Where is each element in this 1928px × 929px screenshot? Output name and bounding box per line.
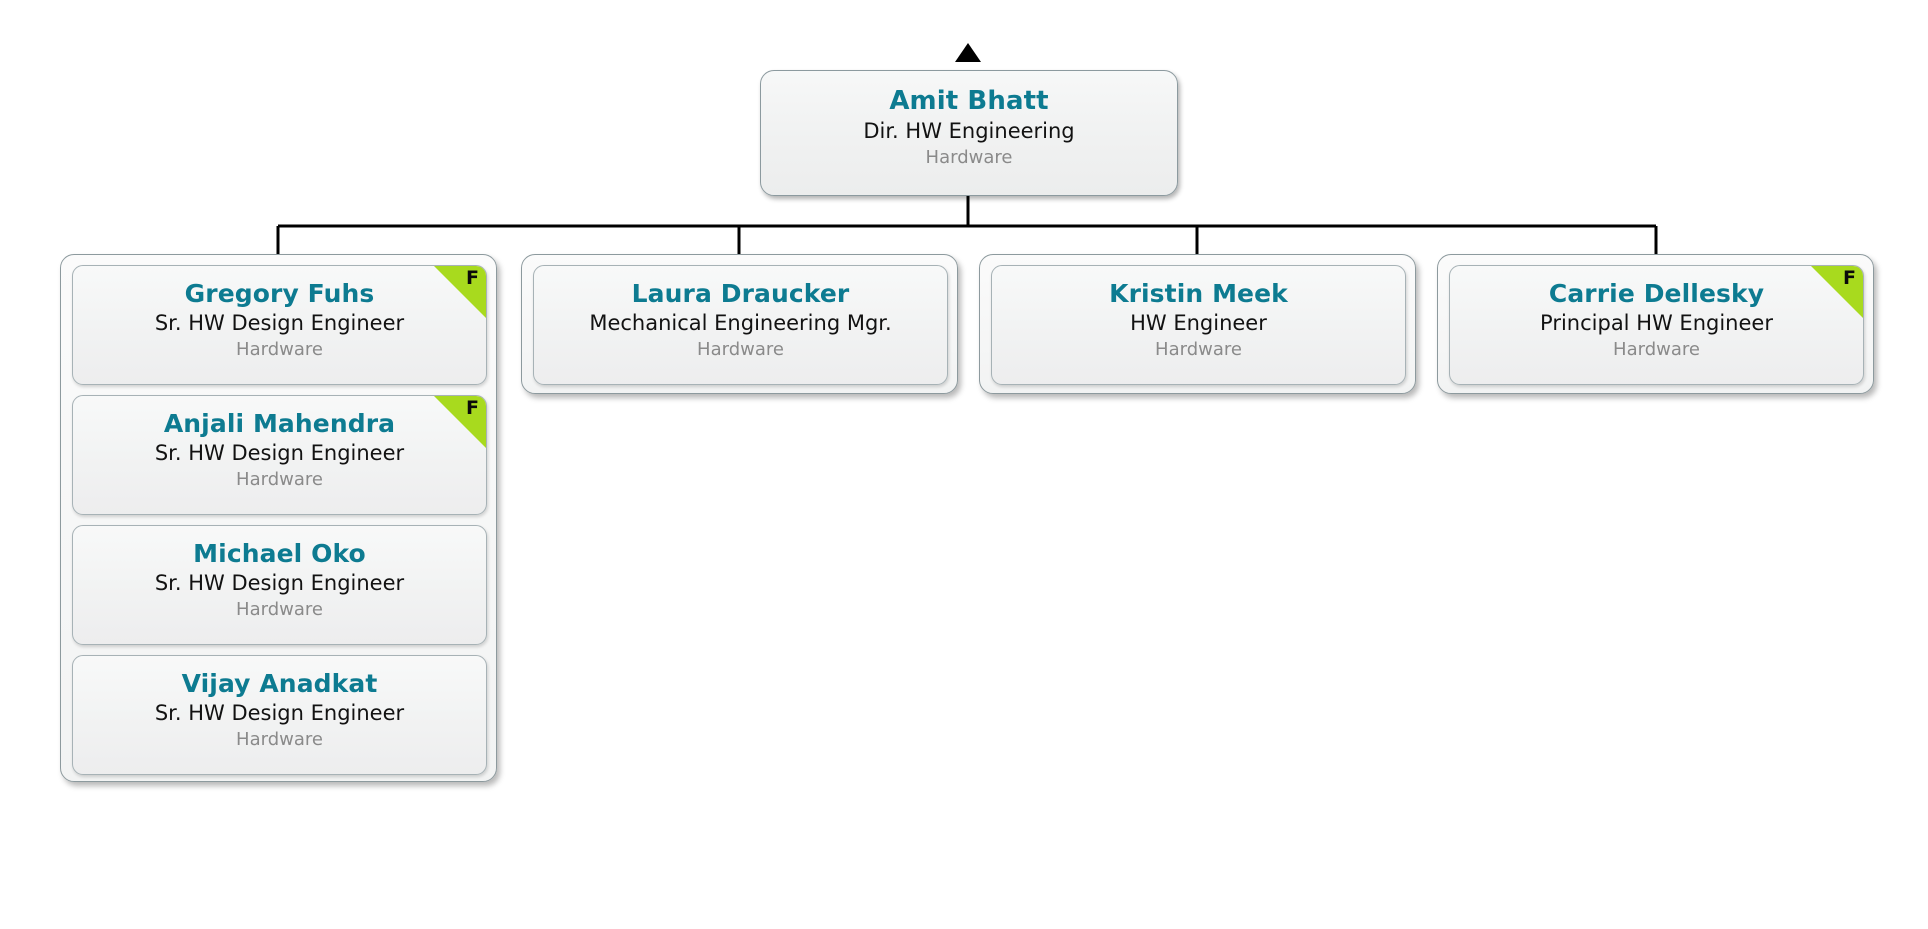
node-title: Sr. HW Design Engineer [154, 441, 405, 465]
node-department: Hardware [697, 339, 784, 360]
node-department: Hardware [236, 729, 323, 750]
node-name: Gregory Fuhs [184, 279, 375, 308]
node-title: Mechanical Engineering Mgr. [589, 311, 892, 335]
collapse-toggle-icon[interactable] [955, 43, 981, 62]
node-name: Vijay Anadkat [181, 669, 378, 698]
node-title: Principal HW Engineer [1540, 311, 1773, 335]
node-name: Carrie Dellesky [1548, 279, 1765, 308]
node-title: Sr. HW Design Engineer [154, 311, 405, 335]
node-department: Hardware [1155, 339, 1242, 360]
node-name: Amit Bhatt [889, 86, 1049, 116]
org-node-anjali-mahendra[interactable]: F Anjali Mahendra Sr. HW Design Engineer… [72, 395, 487, 515]
org-node-carrie-dellesky[interactable]: F Carrie Dellesky Principal HW Engineer … [1449, 265, 1864, 385]
node-name: Michael Oko [193, 539, 366, 568]
node-name: Laura Draucker [631, 279, 850, 308]
node-department: Hardware [925, 147, 1013, 168]
org-group-column-3[interactable]: Kristin Meek HW Engineer Hardware [979, 254, 1416, 394]
org-group-column-1[interactable]: F Gregory Fuhs Sr. HW Design Engineer Ha… [60, 254, 497, 782]
org-group-column-2[interactable]: Laura Draucker Mechanical Engineering Mg… [521, 254, 958, 394]
node-name: Anjali Mahendra [163, 409, 396, 438]
node-department: Hardware [236, 469, 323, 490]
node-title: Sr. HW Design Engineer [154, 571, 405, 595]
org-node-gregory-fuhs[interactable]: F Gregory Fuhs Sr. HW Design Engineer Ha… [72, 265, 487, 385]
org-node-michael-oko[interactable]: Michael Oko Sr. HW Design Engineer Hardw… [72, 525, 487, 645]
org-node-kristin-meek[interactable]: Kristin Meek HW Engineer Hardware [991, 265, 1406, 385]
org-group-column-4[interactable]: F Carrie Dellesky Principal HW Engineer … [1437, 254, 1874, 394]
node-title: HW Engineer [1130, 311, 1267, 335]
node-name: Kristin Meek [1109, 279, 1288, 308]
node-department: Hardware [236, 339, 323, 360]
node-title: Dir. HW Engineering [863, 119, 1075, 143]
org-node-vijay-anadkat[interactable]: Vijay Anadkat Sr. HW Design Engineer Har… [72, 655, 487, 775]
node-title: Sr. HW Design Engineer [154, 701, 405, 725]
node-department: Hardware [236, 599, 323, 620]
node-department: Hardware [1613, 339, 1700, 360]
node-card[interactable]: Amit Bhatt Dir. HW Engineering Hardware [760, 70, 1178, 196]
org-node-root[interactable]: Amit Bhatt Dir. HW Engineering Hardware [760, 70, 1178, 196]
org-node-laura-draucker[interactable]: Laura Draucker Mechanical Engineering Mg… [533, 265, 948, 385]
